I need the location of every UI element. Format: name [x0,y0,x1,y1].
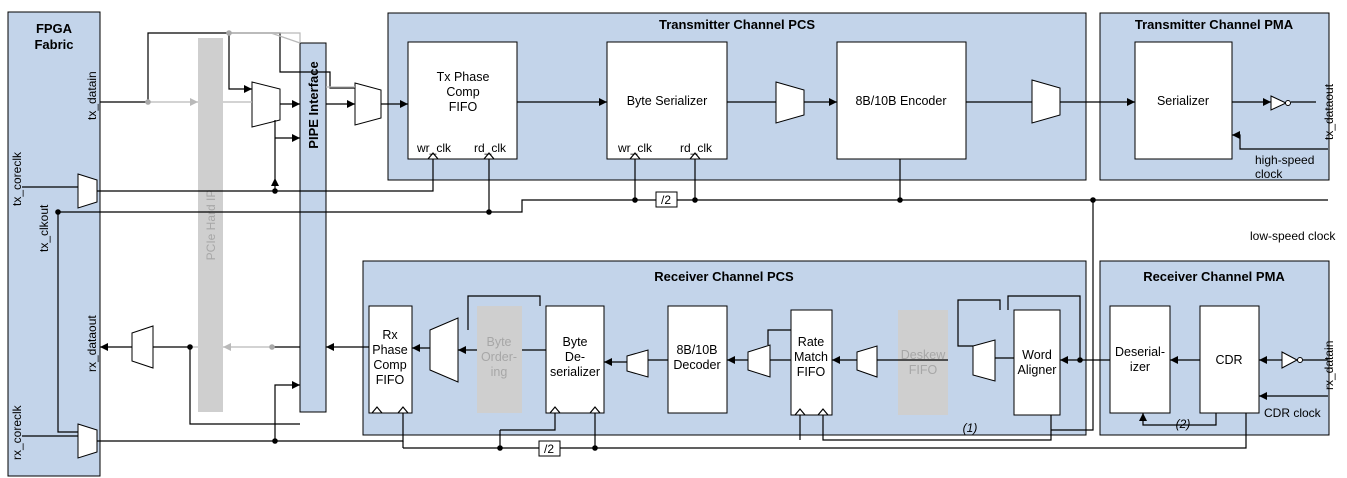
serializer-block [1134,41,1233,160]
cdr-clock-label: CDR clock [1264,406,1322,420]
low-speed-clock-label: low-speed clock [1250,229,1336,243]
tx-divide-by-2: /2 [661,193,671,207]
high-speed-clock-line1: high-speed [1255,153,1314,167]
deskew-fifo-block [898,310,948,415]
tx-phase-comp-fifo-block [407,41,518,160]
tx-fifo-wr-clk: wr_clk [416,141,452,155]
decoder-line2: Decoder [673,358,720,372]
pipe-interface-label: PIPE Interface [306,61,321,148]
tx-fifo-rd-clk: rd_clk [474,141,507,155]
arrowheads [100,85,1271,421]
rx-phase-fifo-line3: Comp [373,358,406,372]
byte-ordering-block [477,306,522,413]
fabric-title-1: FPGA [36,21,73,36]
byte-serializer-label: Byte Serializer [627,94,708,108]
8b10b-decoder-block [667,305,728,414]
tx-phase-fifo-line1: Tx Phase [437,70,490,84]
rx-pma-title: Receiver Channel PMA [1143,269,1285,284]
byte-ordering-line3: ing [491,365,508,379]
cdr-label: CDR [1215,353,1242,367]
ser-wr-clk: wr_clk [617,141,653,155]
tx-divide-by-2-box [655,191,678,208]
byte-deser-line1: Byte [562,335,587,349]
rx-phase-fifo-line1: Rx [382,328,398,342]
pcie-hard-ip-bar [198,38,223,412]
pipe-interface-bar [299,42,327,413]
rate-match-fifo-block [790,309,833,416]
tx-pcs-title: Transmitter Channel PCS [659,17,815,32]
rx-phase-comp-fifo-block [368,305,413,414]
rx-divide-by-2-box [538,440,561,457]
tx-dataout-label: tx_dataout [1322,83,1336,140]
byte-serializer-block [606,41,728,160]
note-2-marker: (2) [1176,417,1191,431]
serializer-label: Serializer [1157,94,1209,108]
tx-pma-title: Transmitter Channel PMA [1135,17,1294,32]
deserializer-line2: izer [1130,360,1150,374]
encoder-label: 8B/10B Encoder [855,94,946,108]
fpga-fabric-panel [7,11,101,477]
rate-match-line2: Match [794,350,828,364]
tx-coreclk-label: tx_coreclk [10,151,24,206]
tx-phase-fifo-line3: FIFO [449,100,478,114]
tx-phase-fifo-line2: Comp [446,85,479,99]
byte-deser-line3: serializer [550,365,600,379]
fabric-title-2: Fabric [34,37,73,52]
tx-clkout-label: tx_clkout [37,204,51,252]
byte-ordering-line1: Byte [486,335,511,349]
clock-port-markers [371,152,829,416]
high-speed-clock-line2: clock [1255,167,1283,181]
cdr-block [1199,305,1260,414]
ser-rd-clk: rd_clk [680,141,713,155]
rx-phase-fifo-line2: Phase [372,343,407,357]
byte-ordering-line2: Order- [481,350,517,364]
word-aligner-line1: Word [1022,348,1052,362]
multiplexers [77,79,1061,459]
rx-coreclk-label: rx_coreclk [10,404,24,460]
rx-dataout-label: rx_dataout [85,315,99,372]
rx-datain-label: rx_datain [1322,341,1336,390]
rx-divide-by-2: /2 [544,442,554,456]
note-1-marker: (1) [963,421,978,435]
pcie-hard-ip-label: PCIe Hard IP [204,190,218,261]
8b10b-encoder-block [836,41,967,160]
byte-deser-line2: De- [565,350,585,364]
rx-pcs-title: Receiver Channel PCS [654,269,794,284]
deskew-line1: Deskew [901,348,946,362]
word-aligner-block [1013,309,1061,416]
junction-dots [55,30,1096,451]
deskew-line2: FIFO [909,363,938,377]
deserializer-line1: Deserial- [1115,345,1165,359]
deserializer-block [1109,305,1171,414]
decoder-line1: 8B/10B [676,343,717,357]
rate-match-line3: FIFO [797,365,826,379]
word-aligner-line2: Aligner [1018,363,1057,377]
rate-match-line1: Rate [798,335,824,349]
tx-datain-label: tx_datain [85,71,99,120]
byte-deserializer-block [545,305,605,414]
rx-phase-fifo-line4: FIFO [376,373,405,387]
